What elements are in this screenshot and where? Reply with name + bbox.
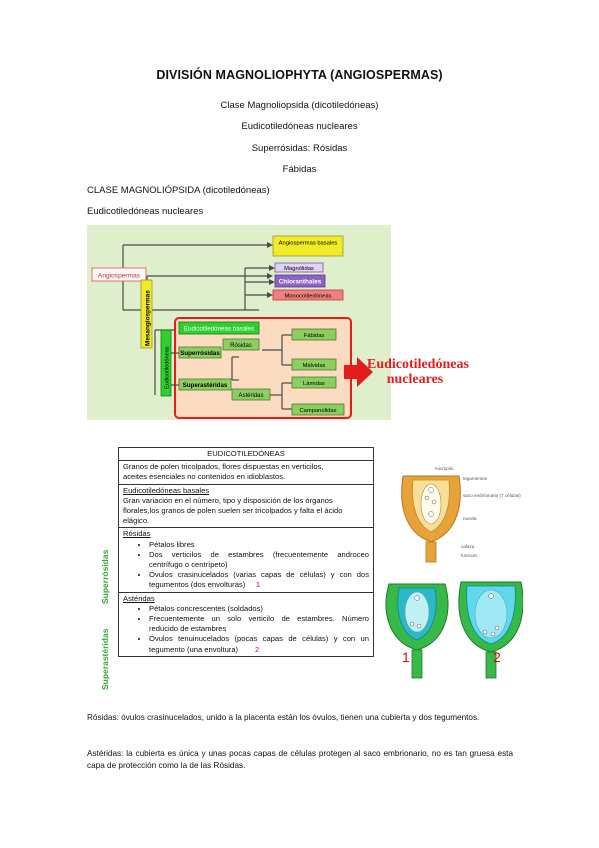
node-eudicot xyxy=(160,329,172,397)
table-intro-line-2: aceites esenciales no contenidos en idio… xyxy=(123,472,286,482)
node-asteridas xyxy=(231,388,271,401)
node-malvidas-label: Málvidas xyxy=(303,363,326,369)
node-magnolidas xyxy=(274,262,324,273)
node-basales-label: Angiospermas basales xyxy=(279,241,338,247)
phylogeny-diagram: Angiospermas Angiospermas basales Magnól… xyxy=(87,225,391,420)
document-title: DIVISIÓN MAGNOLIOPHYTA (ANGIOSPERMAS) xyxy=(156,68,443,82)
section-label-eudicot: Eudicotiledóneas nucleares xyxy=(87,206,204,217)
ovule-marker-1: 1 xyxy=(402,649,410,665)
node-eudicot-basales-label: Eudicotiledóneas basales xyxy=(184,326,254,333)
basales-title: Eudicotiledóneas basales xyxy=(123,485,210,495)
ovule-labels: micrópilo tegumentos saco embrionario (7… xyxy=(435,466,521,558)
table-asteridas-cell: Astéridas Pétalos concrescentes (soldado… xyxy=(118,591,374,657)
table-row: Granos de polen tricolpados, flores disp… xyxy=(118,460,374,485)
node-rosidas xyxy=(222,338,260,351)
paragraph-asteridas: Astéridas: la cubierta es única y unas p… xyxy=(87,749,513,771)
section-label-clase: CLASE MAGNOLIÓPSIDA (dicotiledóneas) xyxy=(87,185,270,196)
node-basales xyxy=(272,235,344,257)
paragraph-rosidas: Rósidas: óvulos crasinucelados, unido a … xyxy=(87,713,480,722)
node-eudicot-basales xyxy=(178,321,260,335)
side-label-superrosidas: Superrósidas xyxy=(100,549,110,604)
table-basales-cell: Eudicotiledóneas basales Gran variación … xyxy=(118,483,374,529)
list-item-text: Óvulos crasinucelados (varias capas de c… xyxy=(149,570,369,590)
table-header: EUDICOTILEDÓNEAS xyxy=(118,446,374,462)
node-asteridas-label: Astéridas xyxy=(238,393,263,399)
list-item: Pétalos concrescentes (soldados) xyxy=(149,604,369,614)
label-micropilo: micrópilo xyxy=(435,466,454,471)
subtitle-eudicot: Eudicotiledóneas nucleares xyxy=(241,121,358,132)
node-lamidas xyxy=(291,376,337,389)
ovule-crasinucelado-illustration xyxy=(401,475,461,563)
node-rosidas-label: Rósidas xyxy=(230,343,252,349)
table-rosidas-cell: Rósidas Pétalos libres Dos verticilos de… xyxy=(118,527,374,593)
list-item-text: Óvulos tenuinucelados (pocas capas de cé… xyxy=(149,634,369,654)
eudicot-table: EUDICOTILEDÓNEAS Granos de polen tricolp… xyxy=(118,446,374,657)
label-tegumentos: tegumentos xyxy=(463,476,488,481)
node-fabidas-label: Fábidas xyxy=(304,333,325,339)
node-meso-label: Mesangiospermas xyxy=(145,290,152,346)
node-lamidas-label: Lámidas xyxy=(303,381,325,387)
node-malvidas xyxy=(291,358,337,371)
label-funiculo: funículo xyxy=(461,553,478,558)
subtitle-clase: Clase Magnoliopsida (dicotiledóneas) xyxy=(220,100,379,111)
node-mono xyxy=(272,289,344,301)
node-superrosidas-label: Superrósidas xyxy=(180,350,220,357)
node-campanulidas xyxy=(291,403,345,416)
node-superrosidas xyxy=(178,346,222,359)
tree-arrowheads xyxy=(267,242,275,298)
rosidas-marker: 1 xyxy=(255,580,261,590)
red-arrow-icon xyxy=(344,357,373,387)
diagram-big-label: Eudicotiledóneas nucleares xyxy=(367,357,469,387)
diagram-big-label-line-1: Eudicotiledóneas xyxy=(367,357,469,372)
asteridas-title: Astéridas xyxy=(123,593,155,603)
label-saco: saco embrionario (7 células) xyxy=(463,493,521,498)
list-item: Frecuentemente un solo verticilo de esta… xyxy=(149,614,369,634)
table-intro-cell: Granos de polen tricolpados, flores disp… xyxy=(118,460,374,485)
table-intro-line-1: Granos de polen tricolpados, flores disp… xyxy=(123,462,324,472)
table-row: Astéridas Pétalos concrescentes (soldado… xyxy=(118,591,374,657)
node-angiospermas-label: Angiospermas xyxy=(98,273,141,280)
ovule-comparison-illustration xyxy=(385,581,523,679)
subtitle-fabidas: Fábidas xyxy=(282,164,317,175)
asteridas-list: Pétalos concrescentes (soldados) Frecuen… xyxy=(123,604,369,655)
subtitle-superrosidas: Superrósidas: Rósidas xyxy=(251,143,348,154)
node-chloranthales-label: Chloranthales xyxy=(279,279,322,286)
node-chloranthales xyxy=(274,274,326,288)
table-row: Rósidas Pétalos libres Dos verticilos de… xyxy=(118,527,374,593)
list-item: Dos verticilos de estambres (frecuenteme… xyxy=(149,550,369,570)
label-calaza: calaza xyxy=(461,544,475,549)
asteridas-marker: 2 xyxy=(254,644,260,654)
side-label-superasteridas: Superastéridas xyxy=(100,628,110,690)
rosidas-title: Rósidas xyxy=(123,529,151,539)
node-superasteridas xyxy=(178,378,232,391)
node-angiospermas xyxy=(91,267,147,282)
node-superasteridas-label: Superastéridas xyxy=(183,382,228,389)
ovule-figure: micrópilo tegumentos saco embrionario (7… xyxy=(385,466,523,679)
rosidas-list: Pétalos libres Dos verticilos de estambr… xyxy=(123,540,369,591)
node-magnolidas-label: Magnólidas xyxy=(284,266,314,272)
table-row: Eudicotiledóneas basales Gran variación … xyxy=(118,483,374,529)
node-meso xyxy=(140,279,153,349)
node-mono-label: Monocotiledóneas xyxy=(284,294,331,300)
node-eudicot-label: Eudicotiledóneas xyxy=(165,346,171,389)
list-item: Óvulos tenuinucelados (pocas capas de cé… xyxy=(149,634,369,654)
ovule-marker-2: 2 xyxy=(493,649,501,665)
list-item: Pétalos libres xyxy=(149,540,369,550)
label-nucela: nucela xyxy=(463,516,477,521)
basales-text: Gran variación en el número, tipo y disp… xyxy=(123,495,343,526)
node-campanulidas-label: Campanúlidas xyxy=(299,408,336,414)
diagram-big-label-line-2: nucleares xyxy=(386,372,444,387)
node-fabidas xyxy=(291,328,337,341)
table-row: EUDICOTILEDÓNEAS xyxy=(118,446,374,462)
list-item: Óvulos crasinucelados (varias capas de c… xyxy=(149,570,369,590)
